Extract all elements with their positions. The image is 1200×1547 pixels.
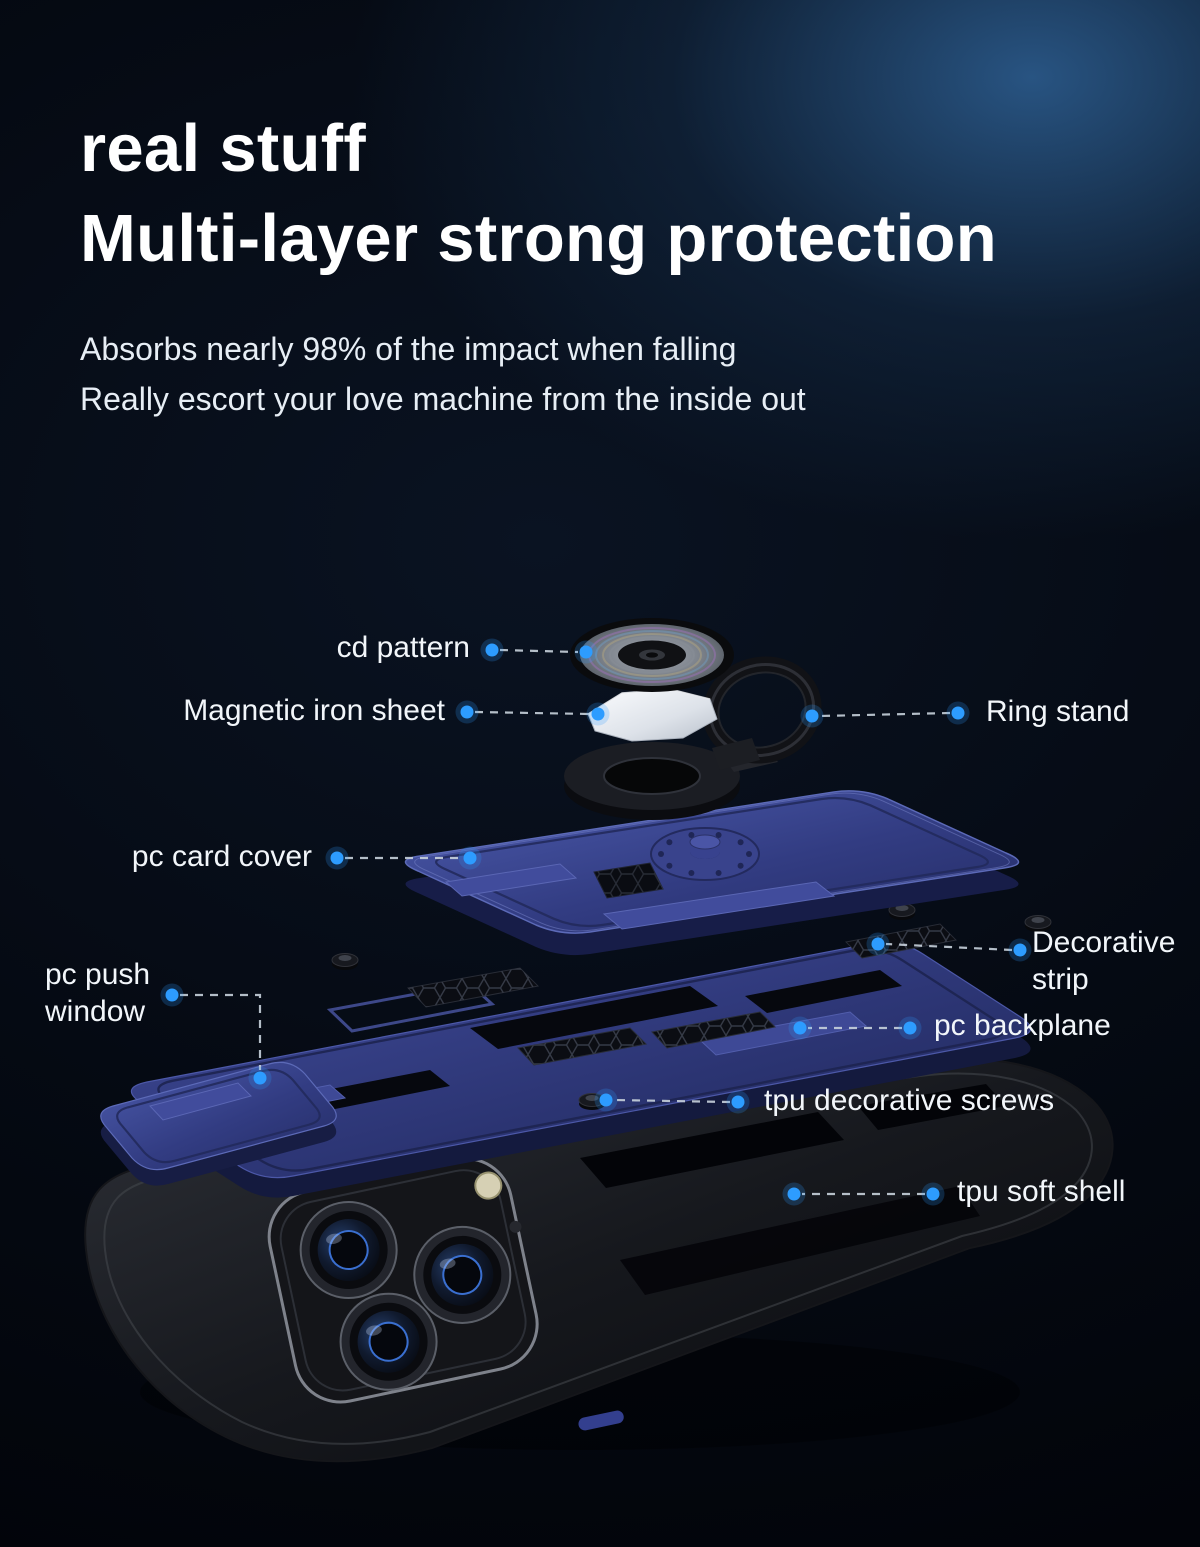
subtitle-line1: Absorbs nearly 98% of the impact when fa…: [80, 331, 737, 367]
label-cd-pattern: cd pattern: [336, 631, 470, 664]
camera-lens: [299, 1201, 398, 1300]
page-title-line1: real stuff: [80, 111, 366, 186]
subtitle-line2: Really escort your love machine from the…: [80, 381, 806, 417]
camera-lens: [339, 1292, 438, 1391]
leader-line-tpu-decorative-screws: [613, 1098, 731, 1104]
backplane-slot: [745, 970, 902, 1013]
label-pc-push-window: pc push window: [45, 958, 151, 1028]
leader-line-decorative-strip: [885, 942, 1013, 952]
leader-line-ring-stand: [819, 711, 951, 718]
page-title-line2: Multi-layer strong protection: [80, 201, 997, 276]
shell-cutout: [858, 1084, 1006, 1130]
push-window-ridge: [149, 1082, 252, 1121]
label-pc-card-cover: pc card cover: [131, 840, 312, 873]
ring-stand-base: [564, 742, 778, 820]
label-ring-stand: Ring stand: [986, 695, 1130, 728]
camera-lens: [413, 1225, 512, 1324]
camera-mic-hole: [509, 1220, 522, 1233]
shell-cutout: [580, 1112, 844, 1188]
side-button: [578, 1410, 624, 1431]
shell-cutout: [620, 1186, 980, 1295]
cover-ridge: [602, 881, 836, 930]
header: real stuff Multi-layer strong protection…: [80, 104, 997, 424]
label-magnetic-iron-sheet: Magnetic iron sheet: [183, 694, 445, 727]
label-pc-backplane: pc backplane: [934, 1009, 1111, 1042]
shell-hole: [1031, 1093, 1049, 1111]
pc-push-window-part: [100, 1061, 337, 1186]
decorative-screw: [331, 953, 359, 971]
page-subtitle: Absorbs nearly 98% of the impact when fa…: [80, 324, 997, 424]
cover-bolt-plate: [650, 827, 760, 881]
leader-line-pc-push-window: [180, 993, 262, 1070]
backplane-slot: [300, 1070, 450, 1112]
decorative-strip-part: [406, 923, 958, 1066]
ring-stand-part: [702, 656, 822, 770]
label-decorative-strip: Decorative strip: [1032, 926, 1176, 996]
label-tpu-decorative-screws: tpu decorative screws: [764, 1084, 1055, 1117]
leader-line-cd-pattern: [499, 648, 579, 654]
pc-card-cover-part: [404, 790, 1020, 956]
cover-ridge: [444, 863, 578, 897]
camera-flash: [474, 1171, 503, 1200]
backplane-slot: [470, 986, 718, 1049]
camera-module: [267, 1157, 539, 1404]
leader-line-magnetic-iron-sheet: [474, 710, 591, 716]
label-tpu-soft-shell: tpu soft shell: [957, 1175, 1126, 1208]
